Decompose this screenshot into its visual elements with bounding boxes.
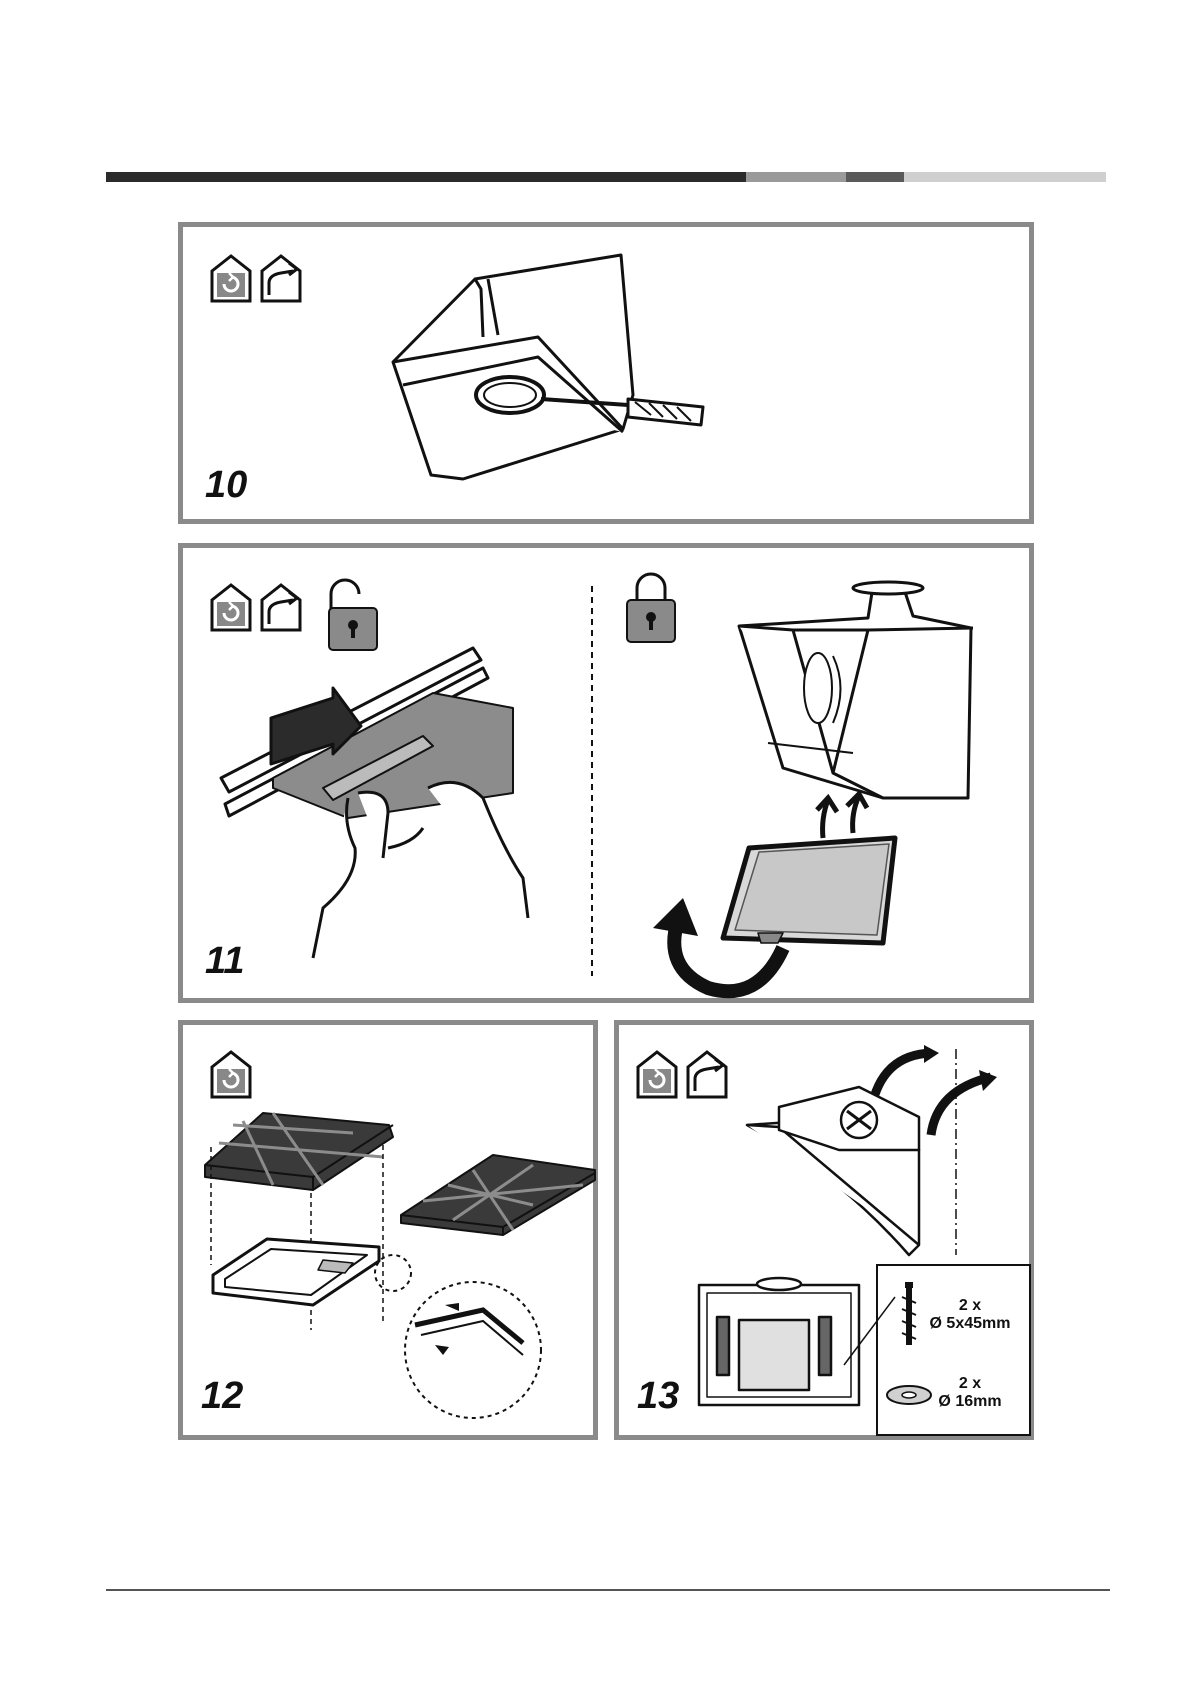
step-number: 13 xyxy=(637,1375,679,1418)
step-12-panel: 12 xyxy=(178,1020,598,1440)
recirculation-icon xyxy=(212,256,250,301)
recirculation-icon xyxy=(212,585,250,630)
screw-size: Ø 5x45mm xyxy=(925,1315,1015,1333)
detail-zoom-drawing xyxy=(375,1255,541,1418)
footer-rule xyxy=(106,1589,1110,1591)
washer-size: Ø 16mm xyxy=(925,1393,1015,1411)
header-bar xyxy=(106,172,1106,182)
step-11-illustration xyxy=(183,548,1039,1008)
filter-release-drawing xyxy=(221,648,528,958)
carbon-filter-assembled-drawing xyxy=(401,1155,595,1235)
step-number: 11 xyxy=(205,940,244,983)
step-10-illustration xyxy=(183,227,1039,529)
carbon-filter-drawing xyxy=(205,1113,393,1330)
unlocked-padlock-icon xyxy=(329,580,377,650)
recirculation-icon xyxy=(212,1052,250,1097)
extraction-icon xyxy=(262,585,300,630)
step-number: 10 xyxy=(205,464,247,507)
step-number: 12 xyxy=(201,1375,243,1418)
header-bar-dark2 xyxy=(846,172,904,182)
hood-underside-drawing xyxy=(699,1278,859,1405)
extraction-icon xyxy=(262,256,300,301)
header-bar-mid xyxy=(746,172,846,182)
step-12-illustration xyxy=(183,1025,603,1445)
locked-padlock-icon xyxy=(627,574,675,642)
header-bar-dark xyxy=(106,172,746,182)
hood-drawing xyxy=(739,582,973,798)
hood-drawing xyxy=(393,255,703,479)
hood-drawing xyxy=(747,1087,919,1255)
extraction-icon xyxy=(688,1052,726,1097)
recirculation-icon xyxy=(638,1052,676,1097)
step-10-panel: 10 xyxy=(178,222,1034,524)
washer-quantity: 2 x xyxy=(925,1375,1015,1393)
step-13-panel: 2 x Ø 5x45mm 2 x Ø 16mm 13 xyxy=(614,1020,1034,1440)
screw-quantity: 2 x xyxy=(925,1297,1015,1315)
grease-filter-drawing xyxy=(723,838,895,943)
arrow-up-icon xyxy=(817,794,867,838)
step-11-panel: 11 xyxy=(178,543,1034,1003)
header-bar-light xyxy=(904,172,1106,182)
